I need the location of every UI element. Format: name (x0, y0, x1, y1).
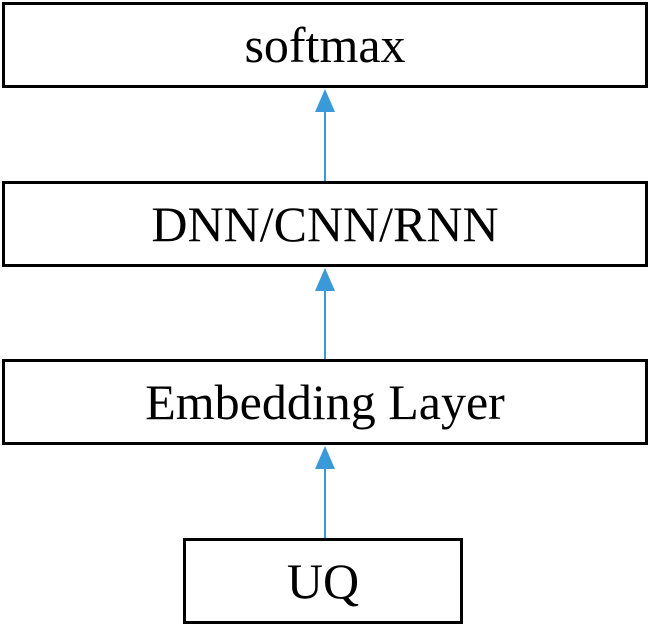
arrow-head (315, 89, 335, 112)
dnn-cnn-rnn-node: DNN/CNN/RNN (2, 181, 648, 267)
arrow-uq-to-embedding (315, 446, 335, 538)
softmax-node: softmax (2, 2, 648, 88)
dnn-cnn-rnn-label: DNN/CNN/RNN (151, 196, 499, 252)
softmax-label: softmax (244, 17, 406, 73)
arrow-dnn-to-softmax (315, 89, 335, 181)
embedding-layer-node: Embedding Layer (2, 359, 648, 445)
uq-node: UQ (183, 538, 463, 624)
arrow-embedding-to-dnn (315, 268, 335, 359)
embedding-layer-label: Embedding Layer (145, 374, 505, 430)
arrow-head (315, 268, 335, 291)
uq-label: UQ (286, 553, 360, 609)
arrow-head (315, 446, 335, 469)
